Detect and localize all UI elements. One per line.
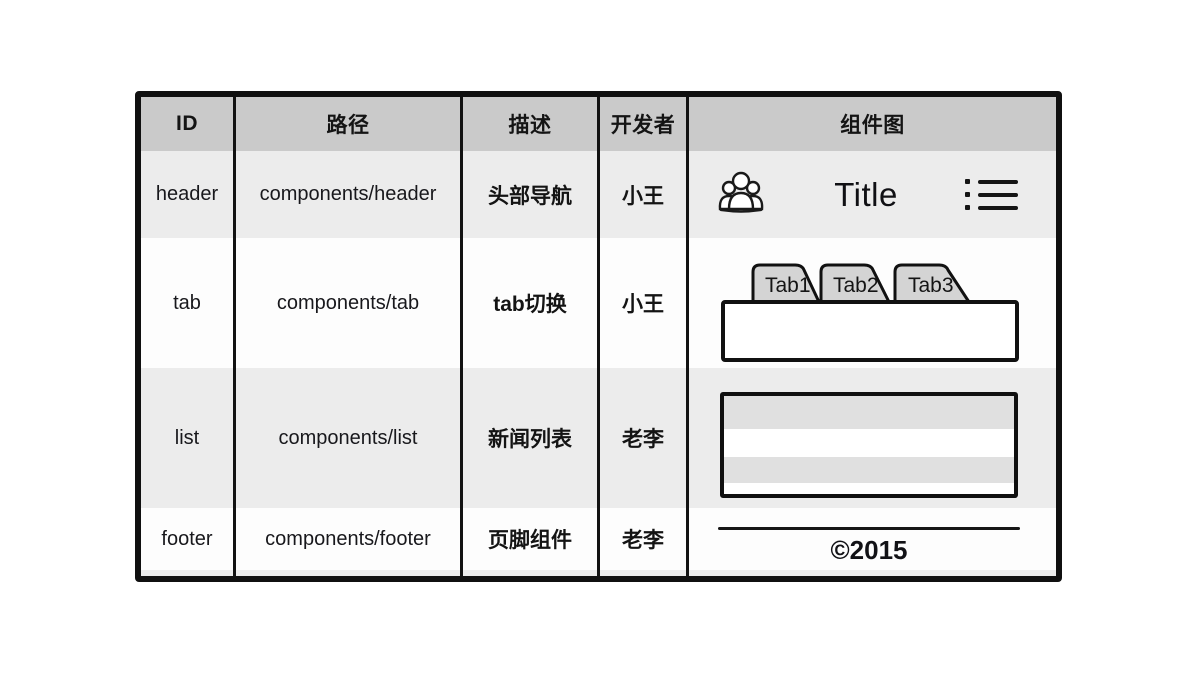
- table-row-list-id-cell: list: [141, 368, 236, 508]
- bottom-strip-cell: [236, 570, 463, 576]
- mock-list-row: [724, 396, 1014, 429]
- row-list-dev: 老李: [622, 428, 664, 451]
- table-row-tab-dev-cell: 小王: [600, 238, 689, 368]
- column-header-desc: 描述: [463, 97, 600, 151]
- table-row-footer-path-cell: components/footer: [236, 508, 463, 570]
- row-footer-path: components/footer: [265, 527, 431, 550]
- row-tab-id: tab: [173, 291, 201, 314]
- column-header-desc-label: 描述: [508, 114, 552, 137]
- row-tab-dev: 小王: [622, 293, 664, 316]
- table-row-tab-desc-cell: tab切换: [463, 238, 600, 368]
- table-row-list-dev-cell: 老李: [600, 368, 689, 508]
- column-header-path: 路径: [236, 97, 463, 151]
- mock-list-row: [724, 429, 1014, 457]
- table-row-footer-id-cell: footer: [141, 508, 236, 570]
- row-footer-id: footer: [161, 527, 213, 550]
- mock-header-title: Title: [834, 175, 898, 213]
- list-component-diagram: [689, 368, 1056, 508]
- component-spec-table: ID 路径 描述 开发者 组件图 header components/heade…: [135, 91, 1062, 582]
- bottom-strip-cell: [141, 570, 236, 576]
- column-header-id-label: ID: [176, 112, 198, 135]
- column-header-dev-label: 开发者: [610, 114, 676, 137]
- table-row-list-desc-cell: 新闻列表: [463, 368, 600, 508]
- column-header-diagram-label: 组件图: [840, 114, 905, 137]
- footer-component-diagram: ©2015: [689, 508, 1056, 570]
- mock-footer-copyright: ©2015: [830, 535, 908, 565]
- table-row-list-path-cell: components/list: [236, 368, 463, 508]
- table-row-header-desc-cell: 头部导航: [463, 151, 600, 238]
- mock-tab2-label: Tab2: [833, 274, 879, 297]
- tab-component-diagram: Tab1 Tab2 Tab3: [689, 238, 1056, 368]
- row-tab-path: components/tab: [276, 291, 420, 314]
- row-list-path: components/list: [278, 426, 418, 449]
- mock-tab1-label: Tab1: [765, 274, 811, 297]
- mock-tab1-shape: [751, 263, 821, 304]
- users-group-icon: [715, 169, 767, 220]
- row-tab-desc: tab切换: [493, 293, 567, 316]
- bulleted-list-icon: [965, 179, 1018, 210]
- bottom-strip-cell: [689, 570, 1056, 576]
- column-header-path-label: 路径: [326, 114, 370, 137]
- column-header-diagram: 组件图: [689, 97, 1056, 151]
- column-header-id: ID: [141, 97, 236, 151]
- row-header-dev: 小王: [622, 184, 664, 208]
- table-row-footer-desc-cell: 页脚组件: [463, 508, 600, 570]
- mock-tab3-shape: [893, 263, 971, 304]
- row-list-desc: 新闻列表: [488, 428, 572, 451]
- mock-list-row: [724, 457, 1014, 483]
- header-component-diagram: Title: [689, 151, 1056, 238]
- row-footer-dev: 老李: [622, 529, 664, 552]
- mock-footer-divider: [718, 527, 1020, 530]
- mock-tab-content-box: [721, 300, 1019, 362]
- row-header-path: components/header: [259, 183, 437, 205]
- bottom-strip-cell: [600, 570, 689, 576]
- row-header-id: header: [155, 183, 219, 205]
- column-header-dev: 开发者: [600, 97, 689, 151]
- mock-list-row: [724, 483, 1014, 494]
- table-row-header-id-cell: header: [141, 151, 236, 238]
- table-row-footer-dev-cell: 老李: [600, 508, 689, 570]
- table-row-tab-path-cell: components/tab: [236, 238, 463, 368]
- table-row-header-path-cell: components/header: [236, 151, 463, 238]
- bottom-strip-cell: [463, 570, 600, 576]
- mock-list-box: [720, 392, 1018, 498]
- row-header-desc: 头部导航: [488, 184, 572, 208]
- row-list-id: list: [174, 426, 200, 449]
- mock-tab2-shape: [819, 263, 891, 304]
- table-row-header-dev-cell: 小王: [600, 151, 689, 238]
- row-footer-desc: 页脚组件: [488, 529, 572, 552]
- table-row-tab-id-cell: tab: [141, 238, 236, 368]
- mock-tab3-label: Tab3: [908, 274, 954, 297]
